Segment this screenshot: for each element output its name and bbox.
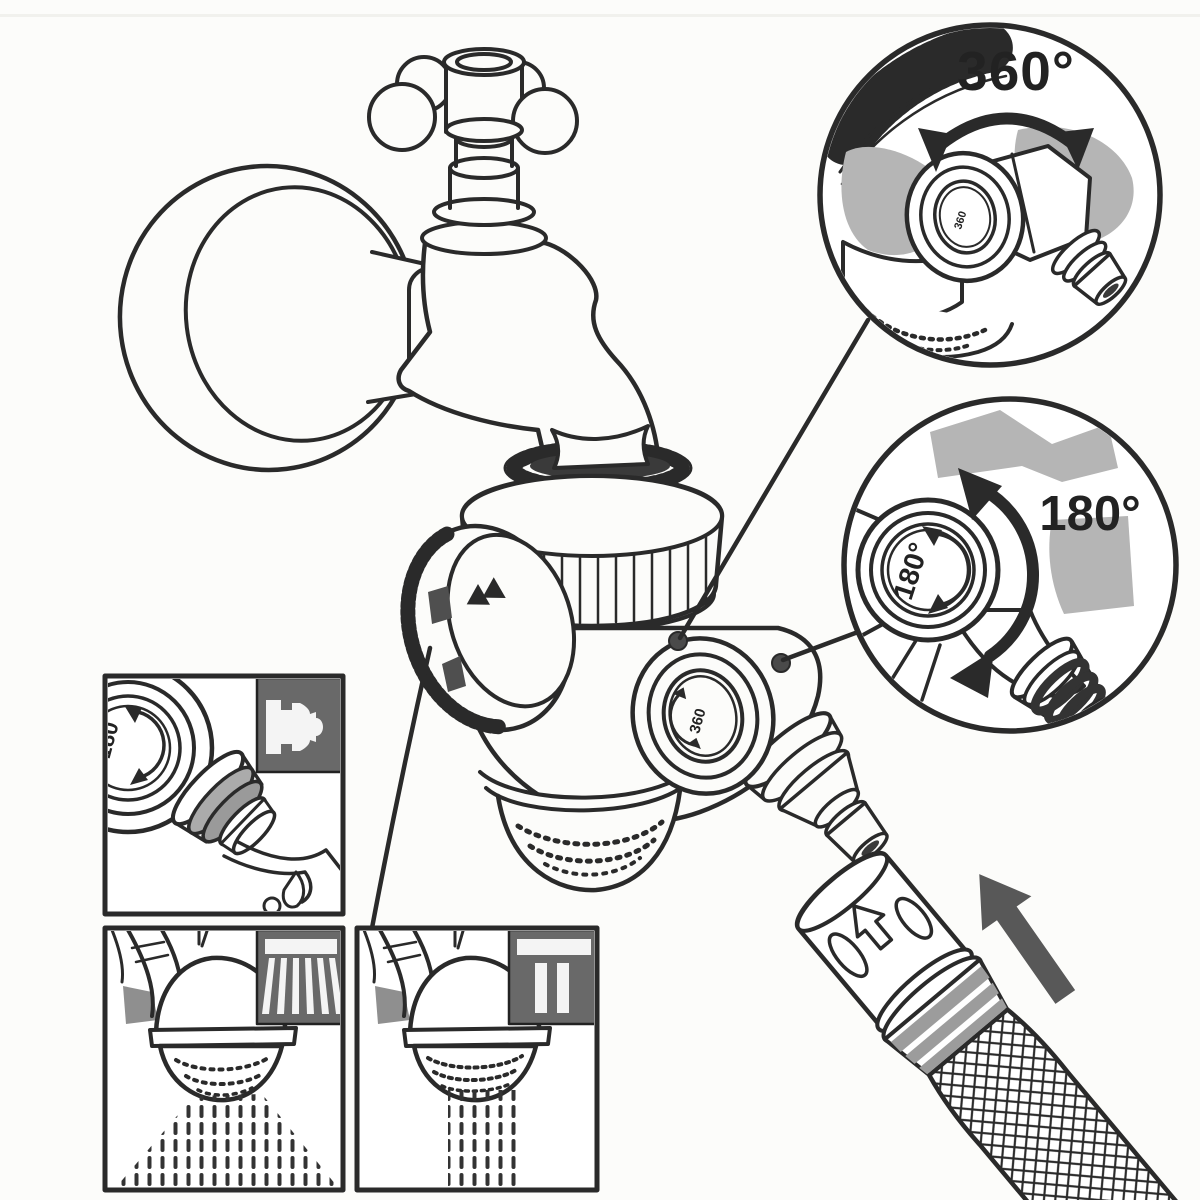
collar-knurl-detail bbox=[823, 28, 1017, 165]
scan-artifact-line bbox=[0, 14, 1200, 17]
leader-line-360 bbox=[677, 317, 871, 641]
panel-spray bbox=[102, 925, 346, 1193]
jet-spray-icon bbox=[507, 931, 594, 1026]
callout-180: 180° 180° bbox=[841, 396, 1179, 734]
tap-connector-profile-icon bbox=[255, 679, 340, 774]
spray-head bbox=[478, 764, 696, 893]
ghost-positions bbox=[930, 410, 1134, 614]
label-180: 180° bbox=[1039, 487, 1140, 541]
outlet-bore bbox=[861, 840, 880, 856]
rotate-360-arrow-icon bbox=[918, 112, 1094, 172]
wide-spray-pattern bbox=[116, 1094, 338, 1187]
leader-line-180 bbox=[780, 629, 861, 663]
insert-arrow-mark bbox=[852, 904, 894, 951]
panel-flow-connector bbox=[170, 749, 277, 856]
multi-adapter-device: 360 bbox=[400, 424, 889, 893]
callout-360: 360 360° bbox=[817, 22, 1163, 368]
flow-direction-arrow-icon bbox=[466, 577, 506, 605]
water-drop bbox=[262, 896, 282, 911]
label-360: 360° bbox=[957, 40, 1075, 102]
swivel-dial: 360 bbox=[630, 636, 776, 796]
hose-outlet-connector bbox=[743, 711, 889, 865]
collar-grip-stripes bbox=[890, 966, 1007, 1075]
jet-spray-pattern bbox=[448, 1090, 524, 1187]
swivel-dial-label: 360 bbox=[686, 707, 709, 736]
dial-knurl bbox=[400, 526, 509, 735]
flow-selector-dial bbox=[400, 523, 577, 735]
hose-assembly bbox=[794, 850, 1200, 1200]
insert-direction-arrow bbox=[979, 874, 1076, 1004]
tap-cross-handle bbox=[367, 47, 579, 155]
rotate-180-arrow-icon bbox=[950, 468, 1040, 698]
leader-line-panels bbox=[369, 645, 433, 931]
wide-spray-icon bbox=[255, 931, 340, 1026]
water-stream bbox=[222, 840, 340, 911]
hose-quick-connector bbox=[794, 850, 1010, 1078]
mini-connector: 360 bbox=[904, 144, 1128, 306]
mini-dial-180: 180° bbox=[855, 497, 1001, 643]
mini-dial-label: 360 bbox=[952, 210, 969, 231]
panel-jet bbox=[354, 925, 600, 1193]
wall-tap bbox=[117, 47, 661, 473]
panel-flow: 180 bbox=[102, 673, 346, 917]
tap-spout-in-nut bbox=[550, 424, 650, 470]
tap-bonnet bbox=[420, 127, 548, 256]
